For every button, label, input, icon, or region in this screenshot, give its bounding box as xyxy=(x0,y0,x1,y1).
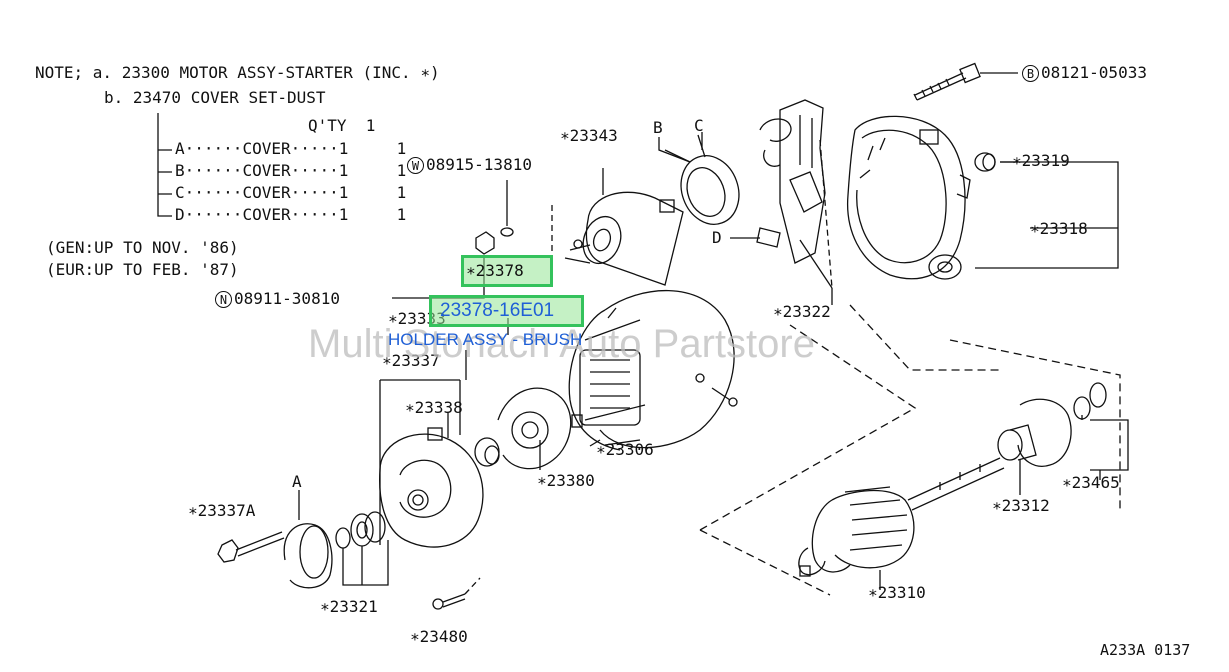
callout-23338: ∗23338 xyxy=(405,398,463,417)
note-row: C······COVER·····1 1 xyxy=(175,183,407,202)
note-gen: (GEN:UP TO NOV. '86) xyxy=(46,238,239,257)
cover-d xyxy=(730,227,781,248)
note-row: D······COVER·····1 1 xyxy=(175,205,407,224)
callout-23378[interactable]: ∗23378 xyxy=(466,261,524,280)
cover-bc xyxy=(664,134,740,225)
watermark: Multi Stonach Auto Partstore xyxy=(308,322,815,366)
n-symbol: N xyxy=(215,291,232,308)
callout-23337: ∗23337 xyxy=(382,351,440,370)
w-symbol: W xyxy=(407,157,424,174)
clutch-23465 xyxy=(1017,382,1129,480)
armature-23310 xyxy=(798,457,1005,590)
notes-tree-lines xyxy=(157,113,172,217)
callout-23480: ∗23480 xyxy=(410,627,468,646)
nut-08911 xyxy=(475,231,495,255)
washers-23321 xyxy=(335,511,389,586)
bolt-23337a xyxy=(217,531,285,563)
qty-header: Q'TY 1 xyxy=(308,116,376,135)
pinion-23312 xyxy=(997,424,1037,495)
rear-frame-23337 xyxy=(379,427,484,548)
callout-23337A: ∗23337A xyxy=(188,501,256,520)
note-row: A······COVER·····1 1 xyxy=(175,139,407,158)
note-row: B······COVER·····1 1 xyxy=(175,161,407,180)
note-line-a: NOTE; a. 23300 MOTOR ASSY-STARTER (INC. … xyxy=(35,63,440,82)
callout-23321: ∗23321 xyxy=(320,597,378,616)
letter-c: C xyxy=(694,116,704,135)
end-housing-23318 xyxy=(846,115,971,280)
highlight-part-number[interactable]: 23378-16E01 xyxy=(440,300,555,321)
bracket-23318 xyxy=(975,161,1119,269)
brush-holder-23380 xyxy=(497,387,583,470)
letter-a: A xyxy=(292,472,302,491)
b-symbol: B xyxy=(1022,65,1039,82)
callout-23312: ∗23312 xyxy=(992,496,1050,515)
callout-23322: ∗23322 xyxy=(773,302,831,321)
callout-23343: ∗23343 xyxy=(560,126,618,145)
letter-d: D xyxy=(712,228,722,247)
note-eur: (EUR:UP TO FEB. '87) xyxy=(46,260,239,279)
lever-bracket-23322 xyxy=(759,99,833,305)
diagram-id: A233A 0137 xyxy=(1100,641,1191,659)
screw-23480 xyxy=(432,577,481,610)
callout-23310: ∗23310 xyxy=(868,583,926,602)
callout-23306: ∗23306 xyxy=(596,440,654,459)
letter-b: B xyxy=(653,118,663,137)
callout-23465: ∗23465 xyxy=(1062,473,1120,492)
solenoid-23343 xyxy=(564,168,684,286)
bolt-08121 xyxy=(913,62,1018,101)
highlight-part-name[interactable]: HOLDER ASSY - BRUSH xyxy=(388,330,583,349)
callout-23380: ∗23380 xyxy=(537,471,595,490)
washer-08915 xyxy=(500,227,514,237)
callout-23318: ∗23318 xyxy=(1030,219,1088,238)
cover-a xyxy=(283,523,333,589)
note-line-b: b. 23470 COVER SET-DUST xyxy=(104,88,326,107)
highlight-23378-box[interactable] xyxy=(461,255,553,287)
callout-23319: ∗23319 xyxy=(1012,151,1070,170)
highlight-part-number-box[interactable] xyxy=(429,295,584,327)
yoke-23306 xyxy=(568,289,738,451)
